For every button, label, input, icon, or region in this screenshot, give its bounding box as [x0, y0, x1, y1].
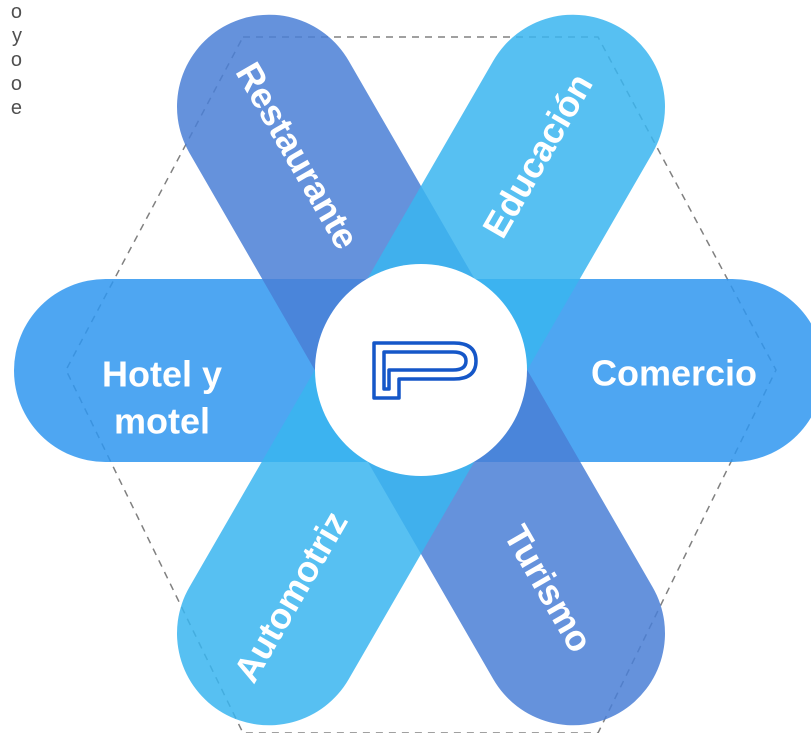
label-hotel-line2: motel: [114, 401, 210, 442]
p-logo-icon: [372, 341, 478, 400]
fragment-line: o: [10, 73, 22, 95]
label-hotel-line1: Hotel y: [102, 354, 222, 395]
fragment-line: o: [10, 49, 22, 71]
fragment-line: o: [10, 1, 22, 23]
fragment-line: e: [10, 97, 22, 119]
left-text-fragment: o y o o e: [0, 0, 22, 120]
fragment-line: y: [12, 25, 22, 47]
label-comercio: Comercio: [591, 353, 757, 394]
